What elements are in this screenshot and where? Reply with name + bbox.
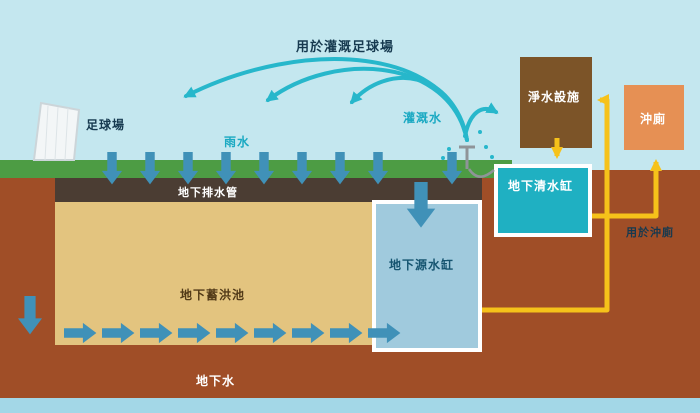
- label-irrigation-water: 灌溉水: [403, 111, 443, 125]
- label-toilet: 沖廁: [640, 112, 667, 126]
- flow-arrow-icon: [140, 322, 173, 344]
- flow-arrow-icon: [292, 322, 325, 344]
- label-football-field: 足球場: [86, 118, 126, 132]
- rain-arrow-icon: [101, 152, 123, 185]
- rain-arrow-icon: [139, 152, 161, 185]
- label-drain-pipe: 地下排水管: [178, 187, 238, 199]
- rain-arrow-icon: [441, 152, 463, 185]
- groundwater-strip: [0, 398, 700, 413]
- spray-droplets-icon: [441, 130, 494, 160]
- spray-arc-icon: [183, 57, 469, 142]
- flow-arrow-icon: [330, 322, 363, 344]
- label-groundwater: 地下水: [196, 374, 236, 388]
- yellow-flow-to-purification: [482, 94, 610, 313]
- rain-arrow-icon: [367, 152, 389, 185]
- purification-facility: [520, 57, 592, 148]
- label-source-tank: 地下源水缸: [389, 258, 455, 272]
- clean-tank: [494, 164, 592, 237]
- label-storage-pool: 地下蓄洪池: [180, 288, 246, 302]
- label-rainwater: 雨水: [224, 135, 251, 149]
- flow-arrow-icon: [254, 322, 287, 344]
- toilet-box: [624, 85, 684, 150]
- label-irrigation-title: 用於灌溉足球場: [296, 39, 395, 54]
- label-purification: 淨水設施: [528, 90, 581, 104]
- flow-arrow-icon: [368, 322, 401, 344]
- storage-pool: [55, 202, 372, 345]
- infiltration-arrow-icon: [406, 182, 436, 228]
- rain-arrow-icon: [177, 152, 199, 185]
- irrigation-spray-arcs: [183, 57, 499, 142]
- label-for-toilet: 用於沖廁: [626, 227, 674, 239]
- flow-arrow-icon: [64, 322, 97, 344]
- pool-flow-arrows: [64, 322, 401, 344]
- spray-arc-icon: [349, 76, 469, 142]
- flow-arrow-icon: [216, 322, 249, 344]
- rain-arrow-icon: [291, 152, 313, 185]
- recycle-flow-arrows: [482, 94, 662, 313]
- football-goal-icon: [32, 101, 81, 161]
- sprinkler-icon: [441, 130, 495, 178]
- rain-arrow-icon: [253, 152, 275, 185]
- rain-arrows: [101, 152, 463, 185]
- rain-arrow-icon: [215, 152, 237, 185]
- drain-pipe-layer: [55, 178, 482, 202]
- label-clean-tank: 地下清水缸: [508, 179, 574, 193]
- flow-arrow-icon: [102, 322, 135, 344]
- spray-arc-icon: [265, 66, 469, 142]
- seep-arrow-icon: [18, 296, 42, 335]
- spray-arc-icon: [463, 102, 499, 138]
- yellow-flow-to-toilet: [592, 159, 662, 219]
- rain-arrow-icon: [329, 152, 351, 185]
- flow-arrow-icon: [178, 322, 211, 344]
